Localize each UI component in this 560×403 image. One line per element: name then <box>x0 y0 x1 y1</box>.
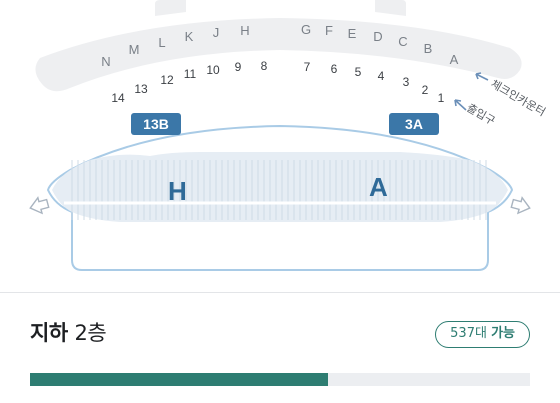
counter-letter: E <box>348 26 357 41</box>
counter-letter: N <box>101 54 110 69</box>
exit-left-icon <box>29 196 50 215</box>
counter-number: 6 <box>331 62 338 76</box>
counter-letter: F <box>325 23 333 38</box>
parking-stalls <box>71 160 487 220</box>
counter-numbers: 14 13 12 11 10 9 8 7 6 5 4 321 <box>111 59 444 105</box>
floor-level: 2층 <box>74 321 107 345</box>
counter-number: 2 <box>422 83 429 97</box>
occupancy-bar <box>30 373 530 386</box>
entrance-label: 출입구 <box>465 101 498 127</box>
counter-letter: J <box>213 25 220 40</box>
counter-number: 14 <box>111 91 125 105</box>
counter-number: 1 <box>438 91 445 105</box>
counter-letter: H <box>240 23 249 38</box>
counter-number: 3 <box>403 75 410 89</box>
exit-right-icon <box>510 196 531 215</box>
counter-letter: C <box>398 34 407 49</box>
counter-number: 9 <box>235 60 242 74</box>
checkin-label: 체크인카운터 <box>489 77 548 119</box>
terminal-tab-left <box>155 0 186 16</box>
section-divider <box>0 292 560 293</box>
gate-badge-13b[interactable]: 13B <box>131 113 181 135</box>
svg-text:13B: 13B <box>143 116 169 132</box>
counter-number: 8 <box>261 59 268 73</box>
entrance-annotation: 출입구 <box>454 99 498 128</box>
available-label: 가능 <box>491 326 515 341</box>
available-count: 537대 <box>450 326 487 341</box>
floor-info-panel: 지하 2층 537대 가능 <box>0 293 560 403</box>
counter-number: 11 <box>184 67 197 81</box>
occupancy-bar-fill <box>30 373 328 386</box>
arrow-icon <box>454 99 467 111</box>
terminal-tab-right <box>375 0 406 16</box>
floor-title: 지하 2층 <box>30 317 107 347</box>
availability-badge: 537대 가능 <box>435 321 530 348</box>
counter-letter: L <box>158 35 165 50</box>
terminal-building <box>35 18 522 92</box>
counter-letter: B <box>424 41 433 56</box>
zone-label-h[interactable]: H <box>168 176 187 206</box>
counter-number: 10 <box>206 63 220 77</box>
counter-number: 13 <box>134 82 148 96</box>
counter-number: 12 <box>160 73 174 87</box>
zone-label-a[interactable]: A <box>369 172 388 202</box>
counter-letter: D <box>373 29 382 44</box>
arrow-icon <box>475 72 489 81</box>
counter-letter: G <box>301 22 311 37</box>
floor-name: 지하 <box>30 321 68 345</box>
counter-letter: A <box>450 52 459 67</box>
svg-text:3A: 3A <box>405 116 423 132</box>
counter-number: 5 <box>355 65 362 79</box>
counter-number: 7 <box>304 60 311 74</box>
gate-badge-3a[interactable]: 3A <box>389 113 439 135</box>
counter-letter: M <box>129 42 140 57</box>
counter-number: 4 <box>378 69 385 83</box>
counter-letter: K <box>185 29 194 44</box>
